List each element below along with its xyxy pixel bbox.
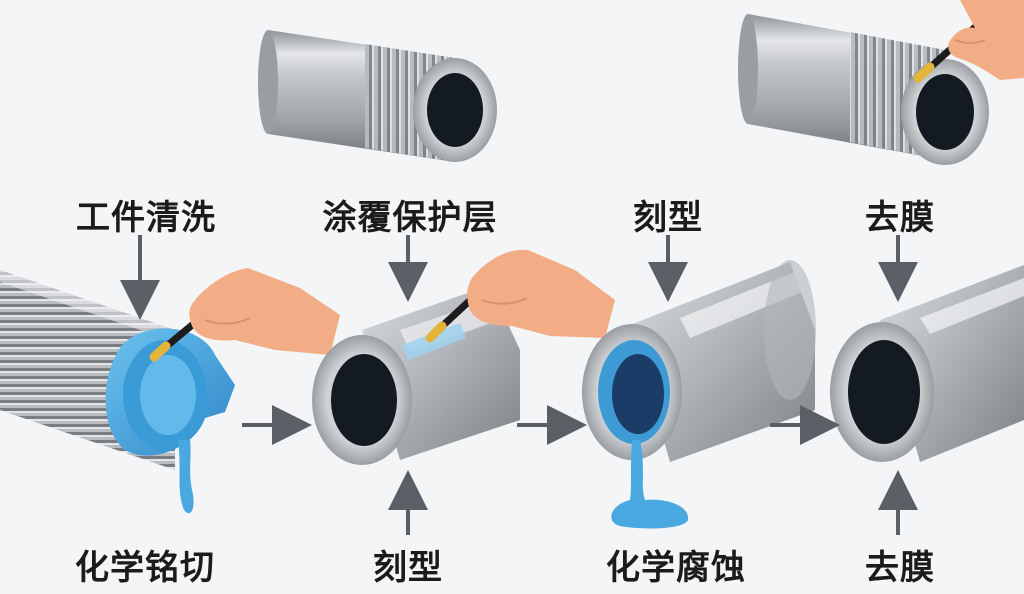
- label-bottom-engraving: 刻型: [373, 548, 443, 588]
- hand-brush-icon: [913, 0, 1024, 83]
- label-bottom-film-removal: 去膜: [865, 548, 935, 588]
- coating-stripe: [402, 323, 466, 360]
- label-top-workpiece-cleaning: 工件清洗: [76, 198, 216, 238]
- pipe-bore: [331, 354, 397, 446]
- top-threaded-pipe-1: [258, 30, 497, 162]
- liquid-drip-icon: [611, 440, 689, 529]
- label-top-film-removal: 去膜: [865, 198, 935, 238]
- flow-arrows: [120, 235, 918, 535]
- top-threaded-pipe-2: [738, 0, 1024, 165]
- pipe-bore: [848, 340, 920, 444]
- label-bottom-chemical-milling: 化学铭切: [75, 548, 215, 588]
- pipe-bore: [427, 73, 483, 147]
- hand-brush-icon: [425, 249, 615, 343]
- pipe-etching-stage: [582, 260, 816, 529]
- left-threaded-pipe: [0, 268, 340, 514]
- pipe-bore: [916, 74, 974, 150]
- pipe-removal-stage: [830, 265, 1024, 462]
- hand-brush-icon: [149, 268, 340, 362]
- liquid-drip-icon: [178, 440, 194, 514]
- label-top-engraving: 刻型: [633, 198, 703, 238]
- label-bottom-chemical-etching: 化学腐蚀: [606, 548, 746, 588]
- label-top-coating: 涂覆保护层: [322, 198, 498, 238]
- pipe-coating-stage: [312, 249, 615, 465]
